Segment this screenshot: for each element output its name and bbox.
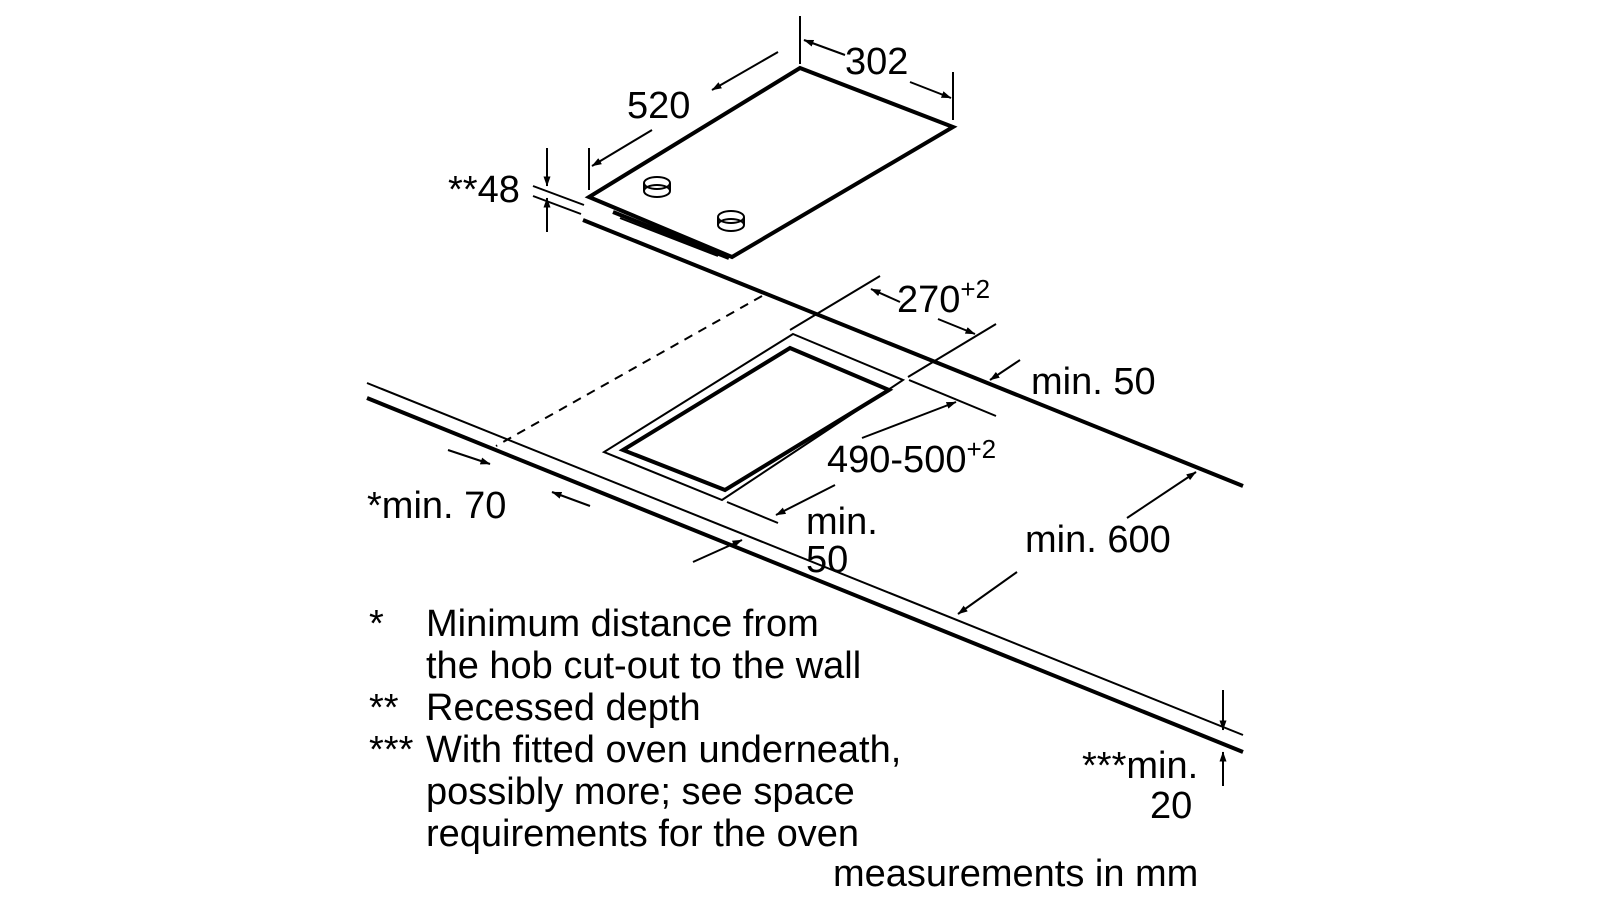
dimension-min-600-label: min. 600 — [1025, 519, 1171, 561]
worktop-back-edge — [582, 218, 1244, 488]
dimension-min-70-label: *min. 70 — [367, 485, 506, 527]
dimension-min-50-front-label-b: 50 — [806, 539, 848, 581]
note-1-line-2: the hob cut-out to the wall — [426, 645, 861, 687]
dimension-min-50-front: min. 50 — [692, 501, 878, 581]
hob-body-base — [612, 210, 730, 260]
dimension-270-label: 270+2 — [897, 274, 990, 321]
hob-cutout — [601, 332, 906, 502]
hob-body-base-inner — [619, 217, 719, 257]
note-1-mark: * — [369, 603, 384, 645]
control-knob-right — [717, 210, 745, 232]
dimension-302-label: 302 — [845, 41, 908, 83]
note-1-line-1: Minimum distance from — [426, 603, 819, 645]
dimension-min-50-back: min. 50 — [908, 359, 1156, 417]
note-3-line-1: With fitted oven underneath, — [426, 729, 901, 771]
dimension-520: 520 — [588, 51, 779, 190]
dimension-270: 270+2 — [789, 274, 997, 378]
dimension-min-20-label-a: ***min. — [1082, 745, 1198, 787]
note-2-mark: ** — [369, 687, 399, 729]
dimension-min-50-back-label: min. 50 — [1031, 361, 1156, 403]
cutout-inner — [618, 345, 894, 493]
hob-drawing — [584, 65, 958, 260]
worktop-front-edge-bottom — [366, 396, 1244, 754]
dimension-min-20-label-b: 20 — [1150, 785, 1192, 827]
dimension-min-20: ***min. 20 — [1082, 690, 1227, 827]
note-3-mark: *** — [369, 729, 414, 771]
dimension-min-70: *min. 70 — [367, 449, 591, 527]
dimension-min-50-front-label-a: min. — [806, 501, 878, 543]
note-3-line-2: possibly more; see space — [426, 771, 855, 813]
units-note: measurements in mm — [833, 853, 1198, 895]
worktop-front-edge-top — [366, 382, 1244, 736]
dimension-48-label: **48 — [448, 169, 520, 211]
dimension-min-600: min. 600 — [957, 471, 1197, 615]
dimension-48: **48 — [448, 148, 585, 232]
note-3-line-3: requirements for the oven — [426, 813, 859, 855]
dimension-302: 302 — [799, 16, 954, 120]
dimension-490-500-label: 490-500+2 — [827, 434, 996, 481]
footnotes: * Minimum distance from the hob cut-out … — [369, 603, 1198, 895]
worktop — [366, 218, 1244, 754]
hob-top-plate — [584, 65, 958, 260]
wall-line-dashed — [495, 295, 763, 447]
note-2-line-1: Recessed depth — [426, 687, 701, 729]
control-knob-left — [643, 176, 671, 198]
dimension-490-500: 490-500+2 — [726, 401, 996, 524]
dimension-520-label: 520 — [627, 85, 690, 127]
cutout-outer — [601, 332, 906, 502]
